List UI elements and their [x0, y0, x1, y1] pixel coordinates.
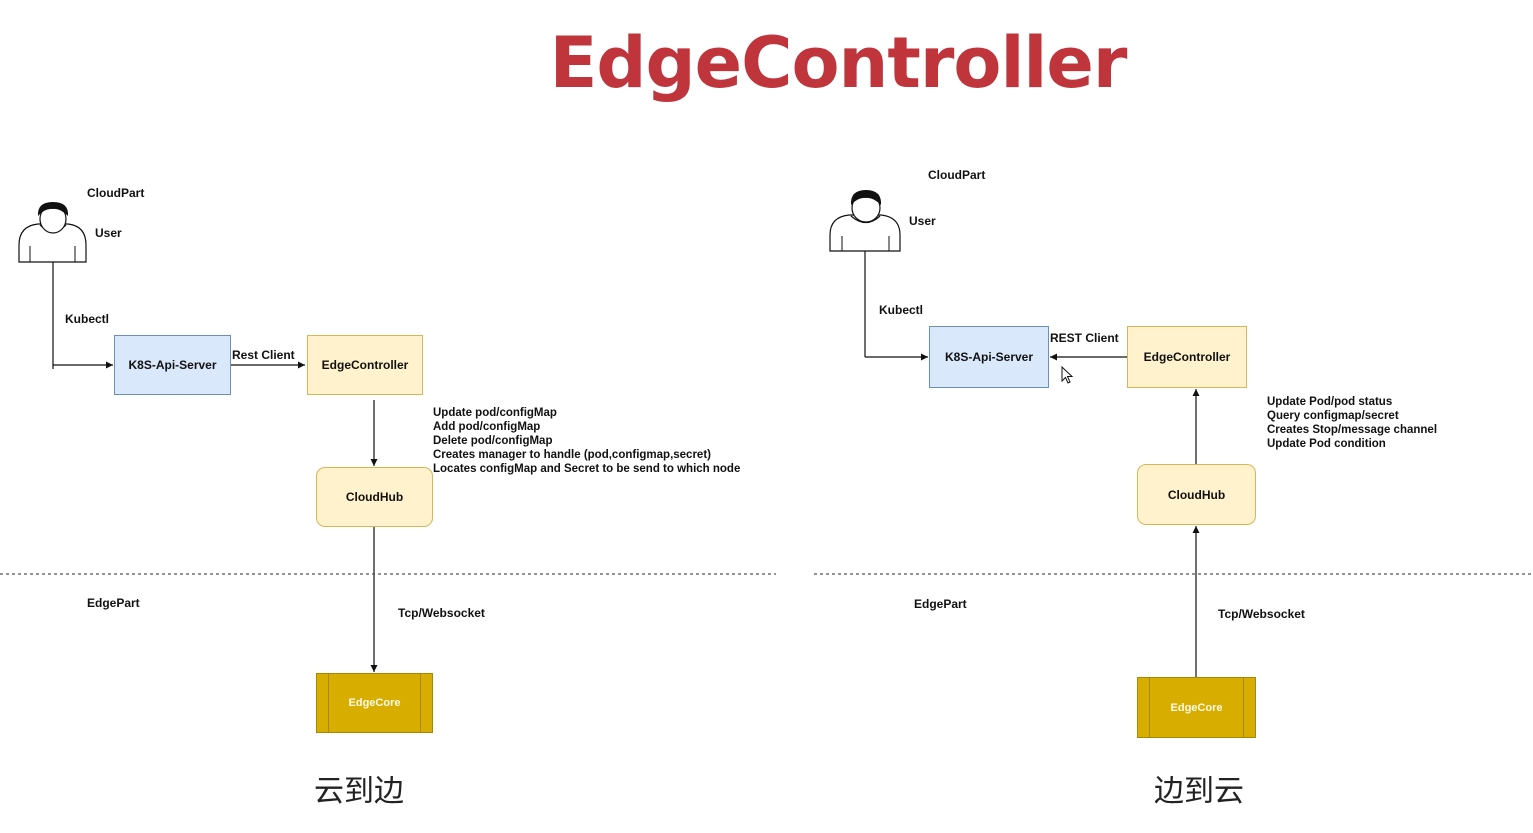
operations-notes-left: Update pod/configMap Add pod/configMap D… [433, 406, 740, 476]
note-line: Creates Stop/message channel [1267, 424, 1438, 436]
k8s-api-server-box-right: K8S-Api-Server [929, 326, 1049, 388]
note-line: Creates manager to handle (pod,configmap… [433, 449, 711, 461]
caption-edge-to-cloud: 边到云 [1154, 774, 1244, 809]
note-line: Add pod/configMap [433, 421, 541, 433]
user-icon-right [829, 190, 901, 252]
note-line: Update Pod condition [1267, 438, 1386, 450]
tcp-websocket-label-left: Tcp/Websocket [398, 606, 485, 620]
user-icon-left [18, 202, 87, 263]
edge-part-label-left: EdgePart [87, 596, 140, 610]
note-line: Update pod/configMap [433, 407, 557, 419]
user-label-left: User [95, 226, 122, 240]
kubectl-label-right: Kubectl [879, 303, 924, 317]
note-line: Query configmap/secret [1267, 410, 1399, 422]
edgecontroller-box-left: EdgeController [307, 335, 423, 395]
tcp-websocket-label-right: Tcp/Websocket [1218, 607, 1305, 621]
note-line: Locates configMap and Secret to be send … [433, 463, 741, 475]
cloud-part-label-left: CloudPart [87, 186, 145, 200]
user-label-right: User [909, 214, 936, 228]
edge-part-label-right: EdgePart [914, 597, 967, 611]
note-line: Update Pod/pod status [1267, 396, 1393, 408]
edgecore-box-right: EdgeCore [1137, 677, 1256, 738]
cloud-part-label-right: CloudPart [928, 168, 986, 182]
note-line: Delete pod/configMap [433, 435, 553, 447]
rest-client-label-left: Rest Client [232, 348, 295, 362]
rest-client-label-right: REST Client [1050, 331, 1119, 345]
cloudhub-box-left: CloudHub [316, 467, 433, 527]
page-title: EdgeController [549, 22, 1128, 104]
caption-cloud-to-edge: 云到边 [314, 774, 404, 809]
mouse-cursor-icon [1061, 366, 1074, 384]
edgecore-box-left: EdgeCore [316, 673, 433, 733]
k8s-api-server-box-left: K8S-Api-Server [114, 335, 231, 395]
operations-notes-right: Update Pod/pod status Query configmap/se… [1267, 395, 1437, 451]
edgecontroller-box-right: EdgeController [1127, 326, 1247, 388]
kubectl-label-left: Kubectl [65, 312, 110, 326]
cloudhub-box-right: CloudHub [1137, 464, 1256, 525]
